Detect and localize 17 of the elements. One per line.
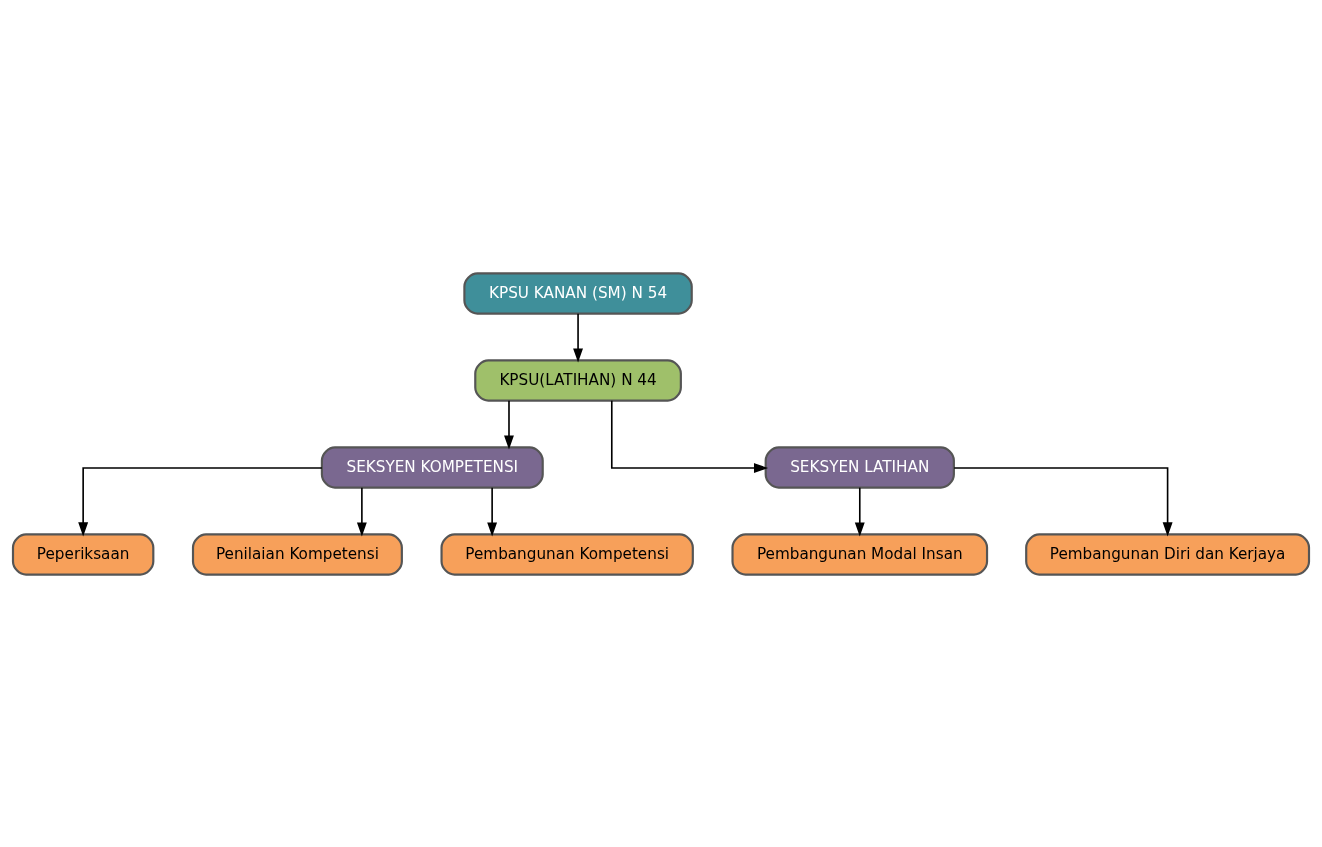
node-box: KPSU KANAN (SM) N 54 xyxy=(463,271,693,315)
arrow xyxy=(610,399,769,473)
node-box: Pembangunan Modal Insan xyxy=(731,532,989,576)
arrow xyxy=(356,486,367,537)
arrow xyxy=(78,466,323,536)
node-box: Pembangunan Diri dan Kerjaya xyxy=(1025,532,1311,576)
node-box: Pembangunan Kompetensi xyxy=(440,532,694,576)
node-box: SEKSYEN LATIHAN xyxy=(764,445,955,489)
arrow xyxy=(953,466,1173,536)
arrow xyxy=(504,399,514,450)
arrow xyxy=(487,486,498,537)
node-box: Peperiksaan xyxy=(11,532,155,576)
node-box: SEKSYEN KOMPETENSI xyxy=(320,445,544,489)
arrow xyxy=(573,312,583,363)
node-box: Penilaian Kompetensi xyxy=(191,532,403,576)
arrow xyxy=(854,486,865,537)
node-box: KPSU(LATIHAN) N 44 xyxy=(474,358,682,402)
